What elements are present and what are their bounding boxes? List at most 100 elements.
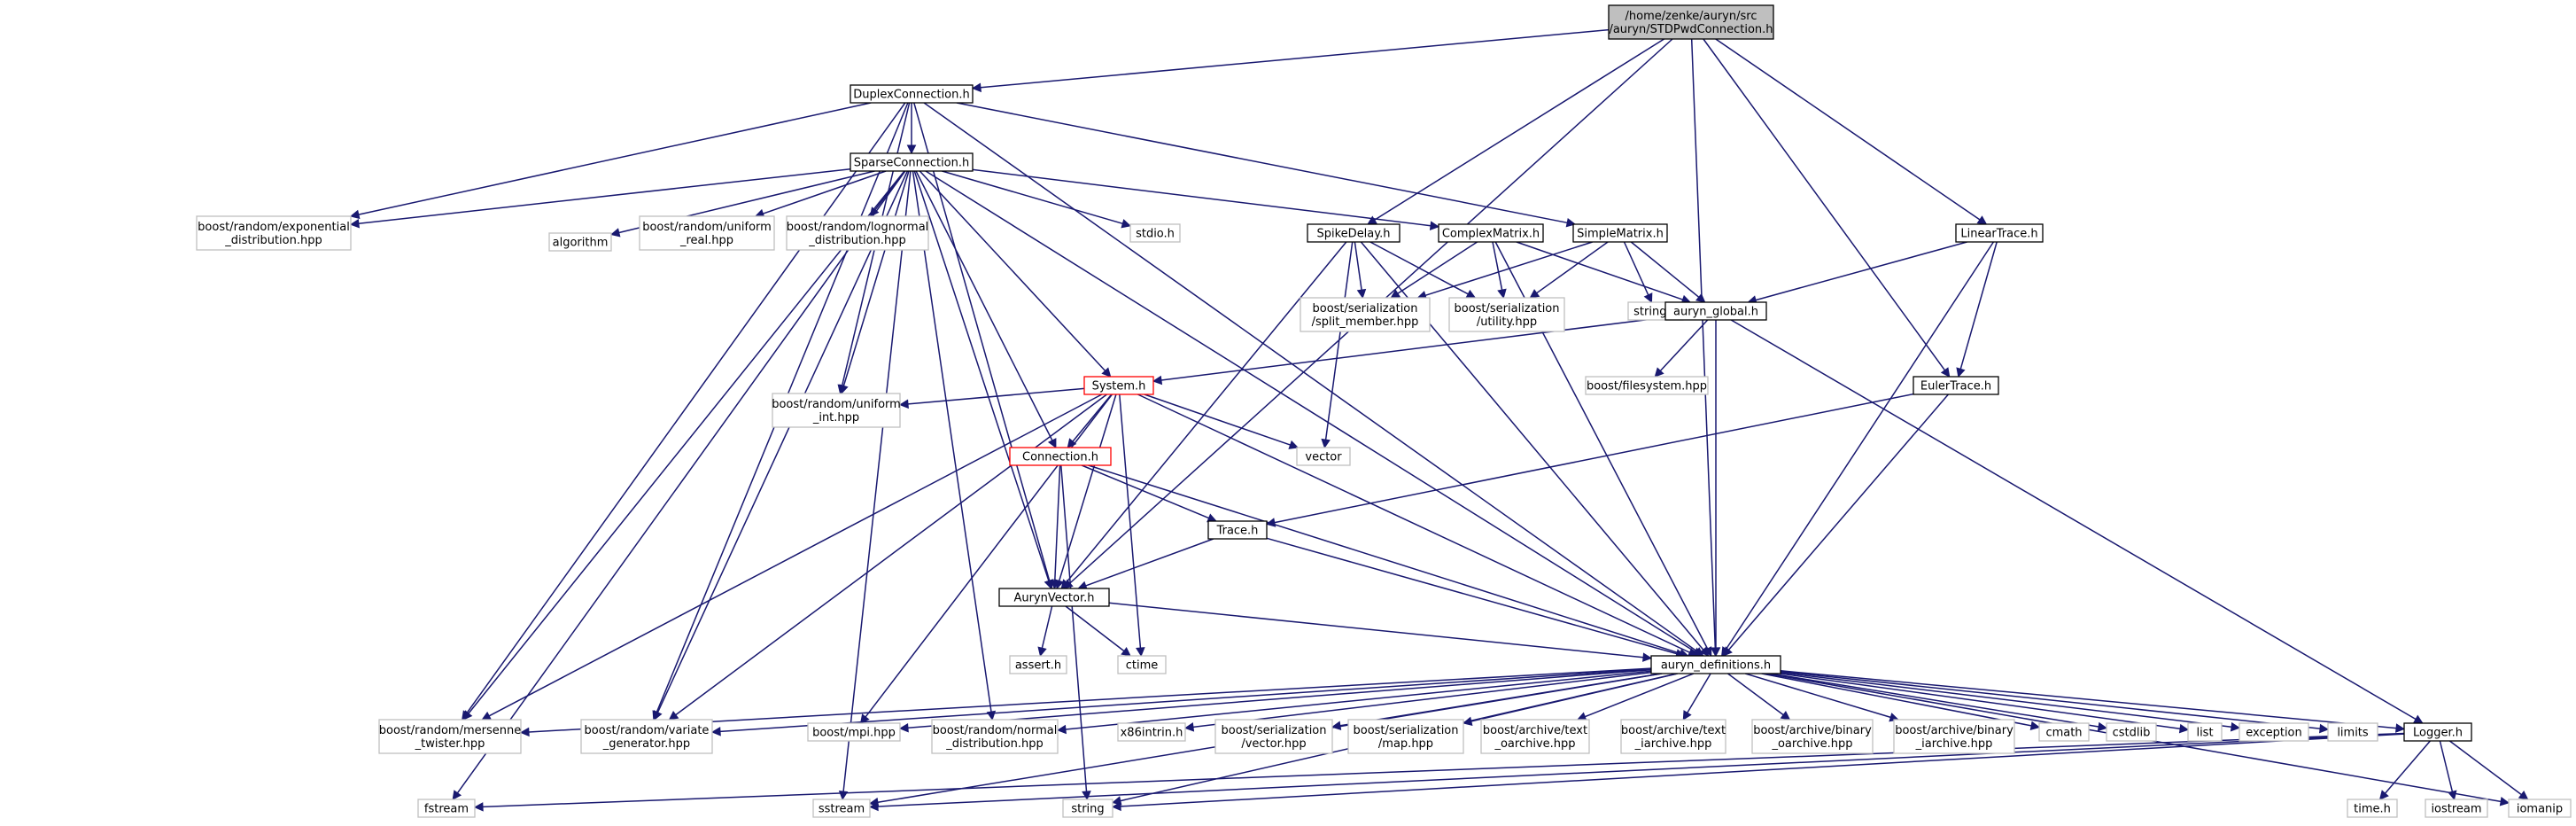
edge-arrowhead xyxy=(2178,723,2190,734)
edge-arrowhead xyxy=(462,710,473,721)
node-label: stdio.h xyxy=(1136,228,1175,241)
node-label: auryn_global.h xyxy=(1673,306,1758,319)
edge-arrowhead xyxy=(1288,440,1300,449)
node-label: DuplexConnection.h xyxy=(853,89,970,102)
node-trace[interactable]: Trace.h xyxy=(1207,520,1268,540)
node-box xyxy=(1448,297,1565,332)
node-box xyxy=(580,719,713,754)
node-logger[interactable]: Logger.h xyxy=(2403,722,2472,742)
node-label: /map.hpp xyxy=(1378,737,1433,751)
edge-line xyxy=(1397,241,1478,294)
node-label: boost/archive/binary xyxy=(1895,724,2013,737)
node-label: SparseConnection.h xyxy=(854,157,970,170)
node-box xyxy=(2327,722,2378,742)
node-box xyxy=(850,84,974,104)
node-box xyxy=(931,719,1059,754)
edge-arrowhead xyxy=(868,801,879,812)
node-box xyxy=(2508,799,2572,818)
node-label: assert.h xyxy=(1015,659,1061,673)
edge-line xyxy=(1630,241,1700,298)
edge-line xyxy=(763,170,887,214)
edge-logger-to-iostream xyxy=(2439,740,2457,801)
node-duplex[interactable]: DuplexConnection.h xyxy=(850,84,974,104)
edge-arrowhead xyxy=(1643,292,1653,304)
node-box xyxy=(1893,719,2015,754)
edge-sparse-to-uniform_int xyxy=(839,170,910,395)
node-box xyxy=(2347,799,2398,818)
edges-layer xyxy=(349,28,2529,812)
node-text_iarchive: boost/archive/text_iarchive.hpp xyxy=(1620,719,1726,754)
edge-arrowhead xyxy=(1356,288,1367,300)
edge-arrowhead xyxy=(1321,438,1331,449)
edge-arrowhead xyxy=(710,727,721,736)
node-label: boost/archive/text xyxy=(1621,724,1726,737)
edge-aurynvector-to-ctime xyxy=(1065,605,1131,657)
node-box xyxy=(1620,719,1726,754)
node-lineartrace[interactable]: LinearTrace.h xyxy=(1955,223,2044,243)
node-aurynvector[interactable]: AurynVector.h xyxy=(998,588,1110,607)
edge-arrowhead xyxy=(1654,367,1664,378)
node-system[interactable]: System.h xyxy=(1083,376,1154,395)
node-sparse[interactable]: SparseConnection.h xyxy=(850,152,974,172)
node-label: cstdlib xyxy=(2113,727,2151,740)
edge-line xyxy=(1060,464,1088,792)
node-connection[interactable]: Connection.h xyxy=(1009,447,1112,466)
edge-aurynvector-to-assert xyxy=(1037,605,1053,658)
edge-arrowhead xyxy=(1101,367,1112,378)
node-label: _iarchive.hpp xyxy=(1634,737,1712,751)
edge-line xyxy=(1959,241,1998,370)
edge-line xyxy=(358,102,872,215)
edge-line xyxy=(1687,673,1711,713)
edge-arrowhead xyxy=(1780,711,1791,721)
edge-arrowhead xyxy=(2412,714,2424,724)
node-exception: exception xyxy=(2238,722,2309,742)
edge-line xyxy=(877,733,2405,807)
node-label: LinearTrace.h xyxy=(1960,228,2037,241)
node-label: iostream xyxy=(2431,803,2481,816)
node-box xyxy=(1751,719,1874,754)
edge-eulertrace-to-definitions xyxy=(1722,394,1949,657)
edge-line xyxy=(482,732,2405,808)
edge-arrowhead xyxy=(1682,710,1692,721)
node-label: _distribution.hpp xyxy=(224,234,322,247)
node-label: boost/serialization xyxy=(1454,302,1559,316)
edge-line xyxy=(1041,605,1053,649)
node-eulertrace[interactable]: EulerTrace.h xyxy=(1913,376,1999,395)
edge-arrowhead xyxy=(2395,723,2406,733)
node-label: boost/random/variate xyxy=(585,724,710,737)
node-box xyxy=(2187,722,2223,742)
node-label: /auryn/STDPwdConnection.h xyxy=(1609,23,1773,36)
edge-duplex-to-exp_dist xyxy=(349,102,872,220)
node-label: boost/filesystem.hpp xyxy=(1587,380,1707,394)
edge-arrowhead xyxy=(473,802,484,812)
edge-definitions-to-binary_oarchive xyxy=(1727,673,1791,721)
node-label: cmath xyxy=(2045,727,2082,740)
node-variate: boost/random/variate_generator.hpp xyxy=(580,719,713,754)
node-box xyxy=(1480,719,1590,754)
node-root[interactable]: /home/zenke/auryn/src/auryn/STDPwdConnec… xyxy=(1608,4,1774,40)
edge-line xyxy=(865,394,1113,718)
node-label: _generator.hpp xyxy=(602,737,690,751)
node-label: iomanip xyxy=(2517,803,2563,816)
node-list: list xyxy=(2187,722,2223,742)
node-label: boost/serialization xyxy=(1353,724,1458,737)
node-simplematrix[interactable]: SimpleMatrix.h xyxy=(1572,223,1668,243)
edge-line xyxy=(1780,672,2232,728)
node-spikedelay[interactable]: SpikeDelay.h xyxy=(1307,223,1401,243)
edge-line xyxy=(1324,241,1354,440)
edge-line xyxy=(1374,38,1664,221)
edge-definitions-to-normal_dist xyxy=(1056,670,1652,735)
edge-line xyxy=(1730,319,2417,721)
node-auryn_global[interactable]: auryn_global.h xyxy=(1664,301,1767,321)
node-definitions[interactable]: auryn_definitions.h xyxy=(1650,655,1781,674)
edge-line xyxy=(1659,319,1709,371)
edge-line xyxy=(358,168,851,225)
edge-connection-to-definitions xyxy=(1088,464,1689,658)
edge-line xyxy=(719,668,1652,733)
edge-line xyxy=(925,170,1695,652)
node-box xyxy=(786,215,929,251)
edge-auryn_global-to-logger xyxy=(1730,319,2424,724)
node-complexmatrix[interactable]: ComplexMatrix.h xyxy=(1438,223,1544,243)
edge-line xyxy=(1085,538,1214,587)
edge-arrowhead xyxy=(349,209,361,220)
